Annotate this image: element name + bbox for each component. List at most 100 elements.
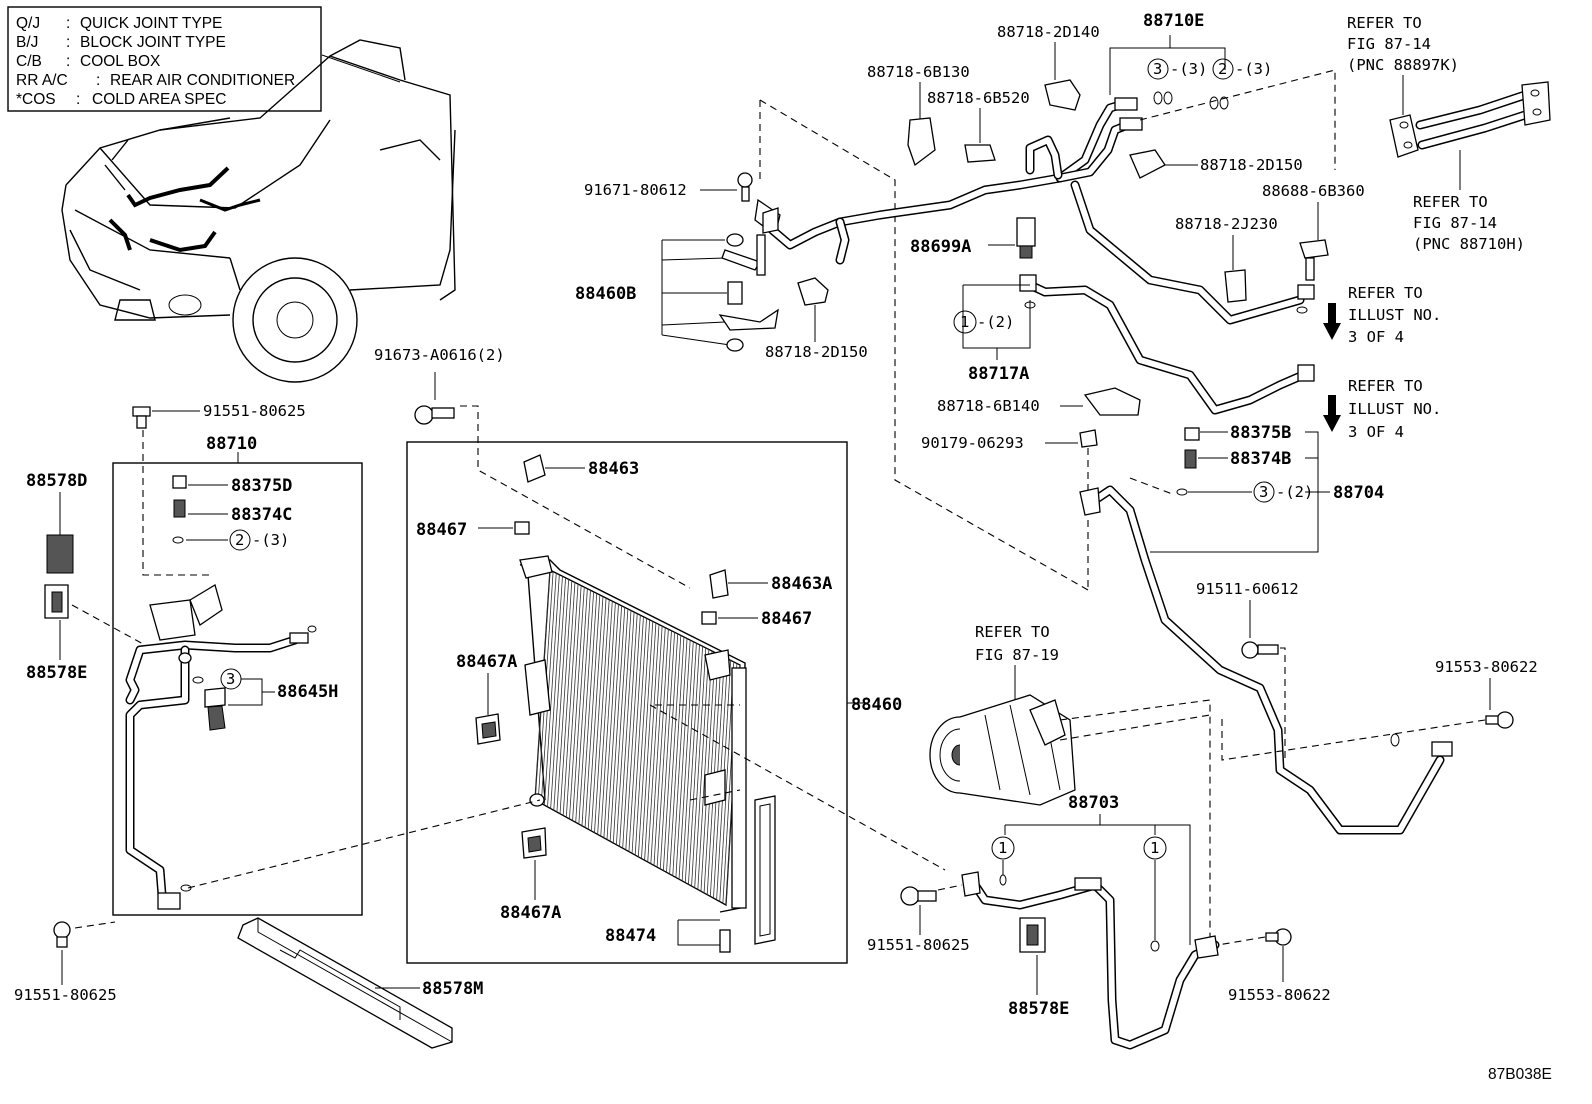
- svg-text:3: 3: [226, 670, 235, 688]
- legend-text-qj: QUICK JOINT TYPE: [80, 15, 222, 32]
- hose-88703: 88703 1 1: [961, 793, 1220, 1050]
- label-91551-80625-top: 91551-80625: [203, 402, 306, 420]
- clamp-88718-2D140: 88718-2D140: [997, 23, 1100, 111]
- label-88703: 88703: [1068, 793, 1119, 813]
- legend-code-rrac: RR A/C: [16, 72, 68, 89]
- bracket-88688-6B360: 88688-6B360: [1262, 182, 1365, 281]
- label-88460B: 88460B: [575, 284, 636, 304]
- svg-text:REFER TO: REFER TO: [975, 623, 1050, 641]
- bolt-91511-60612: 91511-60612: [1196, 580, 1299, 760]
- legend-text-bj: BLOCK JOINT TYPE: [80, 34, 226, 51]
- legend-code-cos: *COS: [16, 91, 56, 108]
- svg-text:3: 3: [1259, 483, 1268, 501]
- label-88718-2J230: 88718-2J230: [1175, 215, 1278, 233]
- label-90179-06293: 90179-06293: [921, 434, 1024, 452]
- svg-text:-(2): -(2): [977, 313, 1014, 331]
- svg-text:FIG 87-19: FIG 87-19: [975, 646, 1059, 664]
- svg-text:1: 1: [1150, 839, 1159, 857]
- label-88718-6B130: 88718-6B130: [867, 63, 970, 81]
- label-88717A: 88717A: [968, 364, 1029, 384]
- label-88467A-b: 88467A: [500, 903, 561, 923]
- legend-code-qj: Q/J: [16, 15, 40, 32]
- legend-text-cb: COOL BOX: [80, 53, 161, 70]
- label-88688-6B360: 88688-6B360: [1262, 182, 1365, 200]
- svg-text::: :: [66, 53, 70, 70]
- label-88467A-a: 88467A: [456, 652, 517, 672]
- bolt-91551-80625-left: 91551-80625: [14, 921, 117, 1004]
- label-88463: 88463: [588, 459, 639, 479]
- label-88460: 88460: [851, 695, 902, 715]
- svg-text:FIG 87-14: FIG 87-14: [1413, 214, 1497, 232]
- svg-text::: :: [96, 72, 100, 89]
- legend: Q/J : QUICK JOINT TYPE B/J : BLOCK JOINT…: [7, 6, 322, 112]
- label-88374B: 88374B: [1230, 449, 1291, 469]
- svg-text:-(2): -(2): [1276, 483, 1313, 501]
- label-88374C: 88374C: [231, 505, 292, 525]
- nut-91553-80622-bottom: 91553-80622: [1217, 928, 1331, 1004]
- svg-text:-(3): -(3): [252, 531, 289, 549]
- label-88375B: 88375B: [1230, 423, 1291, 443]
- legend-code-cb: C/B: [16, 53, 42, 70]
- cushion-88467A-a: 88467A: [456, 652, 517, 745]
- svg-text:REFER TO: REFER TO: [1348, 284, 1423, 302]
- rear-ac-tubes-detail: [1389, 81, 1551, 190]
- group-88710: 88710 91551-80625 88375D 88374C 2 -(3): [112, 402, 363, 916]
- label-88718-2D140: 88718-2D140: [997, 23, 1100, 41]
- svg-text:(PNC 88897K): (PNC 88897K): [1347, 56, 1459, 74]
- svg-text:FIG 87-14: FIG 87-14: [1347, 35, 1431, 53]
- label-88578E-left: 88578E: [26, 663, 87, 683]
- label-88718-6B520: 88718-6B520: [927, 89, 1030, 107]
- condenser-core: [519, 555, 747, 913]
- svg-text:REFER TO: REFER TO: [1348, 377, 1423, 395]
- label-88375D: 88375D: [231, 476, 292, 496]
- label-88718-2D150-b: 88718-2D150: [765, 343, 868, 361]
- clamp-88718-6B520: 88718-6B520: [927, 89, 1030, 163]
- label-91511-60612: 91511-60612: [1196, 580, 1299, 598]
- cushion-88467A-b: 88467A: [500, 827, 561, 923]
- legend-text-cos: COLD AREA SPEC: [92, 91, 226, 108]
- reference-illust-3-of-4-b: REFER TO ILLUST NO. 3 OF 4: [1323, 377, 1441, 441]
- hose-88704: 88375B 88374B 3 -(2) 88704: [1079, 423, 1453, 835]
- label-88718-2D150-a: 88718-2D150: [1200, 156, 1303, 174]
- label-88645H: 88645H: [277, 682, 338, 702]
- svg-text:2: 2: [235, 531, 244, 549]
- label-88467-a: 88467: [416, 520, 467, 540]
- svg-text::: :: [66, 15, 70, 32]
- cushion-88467-a: 88467: [416, 520, 530, 540]
- group-88460: 88460 91673-A0616(2) 88463 88467: [187, 346, 946, 964]
- pressure-switch-88645H: [192, 676, 226, 731]
- label-91671-80612: 91671-80612: [584, 181, 687, 199]
- reference-fig-87-14-pnc-88897K: REFER TO FIG 87-14 (PNC 88897K): [1347, 14, 1459, 115]
- suction-hose-88710E: [762, 97, 1315, 325]
- label-88463A: 88463A: [771, 574, 832, 594]
- label-91551-80625-left: 91551-80625: [14, 986, 117, 1004]
- label-88578M: 88578M: [422, 979, 483, 999]
- o-ring: [172, 536, 184, 544]
- bracket-88463: 88463: [523, 454, 639, 483]
- svg-text:REFER TO: REFER TO: [1413, 193, 1488, 211]
- svg-text:ILLUST NO.: ILLUST NO.: [1348, 306, 1441, 324]
- valve-88375D: [172, 475, 187, 489]
- pressure-switch-88699A: 88699A: [910, 217, 1036, 259]
- svg-text:3 OF 4: 3 OF 4: [1348, 423, 1404, 441]
- ref-circle-2: [229, 529, 251, 551]
- clamp-88718-6B130: 88718-6B130: [867, 63, 970, 167]
- label-88718-6B140: 88718-6B140: [937, 397, 1040, 415]
- label-88467-b: 88467: [761, 609, 812, 629]
- svg-text::: :: [66, 34, 70, 51]
- reference-illust-3-of-4-a: REFER TO ILLUST NO. 3 OF 4: [1323, 284, 1441, 346]
- svg-text:2: 2: [1218, 60, 1227, 78]
- svg-text:REFER TO: REFER TO: [1347, 14, 1422, 32]
- clamp-88718-2D150-b: 88718-2D150: [765, 277, 868, 361]
- legend-code-bj: B/J: [16, 34, 38, 51]
- label-91553-80622-bottom: 91553-80622: [1228, 986, 1331, 1004]
- cushion-88467-b: 88467: [701, 609, 812, 629]
- bracket-88463A: 88463A: [709, 569, 832, 599]
- svg-text:-(3): -(3): [1170, 60, 1207, 78]
- nut-91553-80622-right: 91553-80622: [1221, 658, 1538, 761]
- label-91553-80622-right: 91553-80622: [1435, 658, 1538, 676]
- label-88474: 88474: [605, 926, 656, 946]
- label-88578D: 88578D: [26, 471, 87, 491]
- label-88710: 88710: [206, 434, 257, 454]
- discharge-tube-88710: [125, 584, 317, 910]
